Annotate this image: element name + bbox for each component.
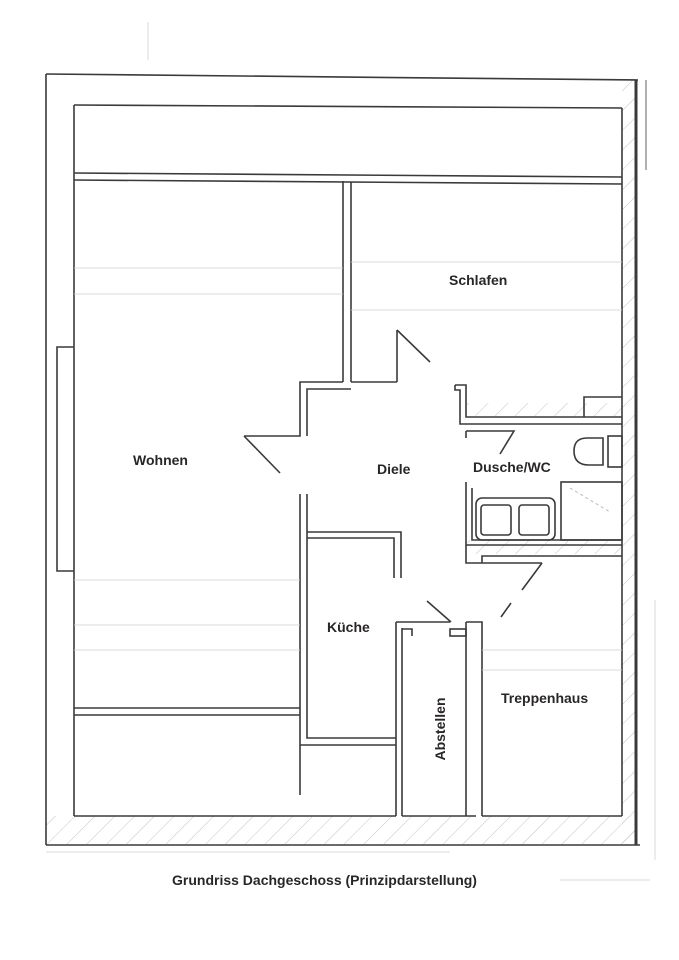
walls: [45, 73, 647, 846]
room-label-diele: Diele: [377, 461, 411, 477]
room-label-abstellen: Abstellen: [432, 697, 448, 761]
room-label-schlafen: Schlafen: [449, 272, 508, 288]
outer-wall-hatching: [46, 80, 636, 845]
room-label-dusche-wc: Dusche/WC: [473, 459, 551, 475]
room-label-wohnen: Wohnen: [133, 452, 188, 468]
drawing-caption: Grundriss Dachgeschoss (Prinzipdarstellu…: [172, 872, 477, 888]
room-label-kueche: Küche: [327, 619, 370, 635]
room-label-treppenhaus: Treppenhaus: [501, 690, 589, 706]
faint-dimension-lines: [46, 22, 656, 881]
